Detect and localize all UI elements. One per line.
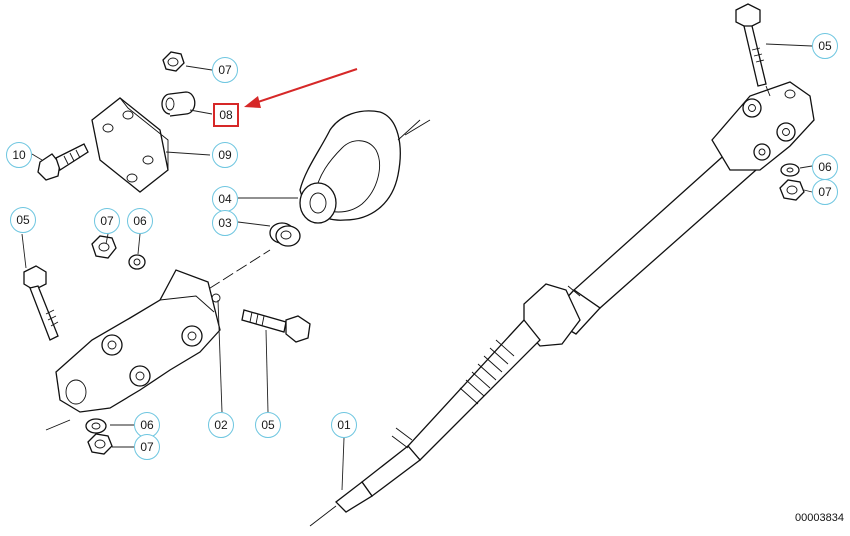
callout-05-right: 05 [812, 33, 838, 59]
nut-bottom [45, 418, 113, 455]
callout-07-right: 07 [812, 179, 838, 205]
callout-04: 04 [212, 186, 238, 212]
document-number: 00003834 [795, 512, 844, 524]
callout-07-top: 07 [212, 57, 238, 83]
callout-06-mid: 06 [127, 208, 153, 234]
nut-right [779, 163, 805, 201]
clamp-part [91, 97, 169, 193]
bolt-left [23, 265, 59, 341]
highlight-arrow [244, 68, 358, 108]
callout-06-right: 06 [812, 154, 838, 180]
callout-07-bottom: 07 [134, 434, 160, 460]
callout-08-highlighted: 08 [213, 103, 239, 127]
callout-02: 02 [208, 412, 234, 438]
callout-03: 03 [212, 210, 238, 236]
callout-05-bottom: 05 [255, 412, 281, 438]
sleeve-part [161, 91, 196, 117]
bolt-bottom [241, 309, 311, 343]
bolt-right [735, 3, 771, 97]
rubber-boot [299, 110, 421, 224]
callout-09: 09 [212, 142, 238, 168]
universal-joint-left [55, 269, 221, 413]
ring-03 [269, 222, 301, 247]
callout-10: 10 [6, 142, 32, 168]
callout-01: 01 [331, 412, 357, 438]
leader-lines [21, 43, 813, 491]
nut-top [162, 51, 185, 72]
universal-joint-right [711, 81, 815, 171]
callout-05-left: 05 [10, 207, 36, 233]
nut-mid [91, 235, 146, 270]
callout-07-mid: 07 [94, 208, 120, 234]
steering-shaft [309, 149, 758, 527]
bolt-10 [37, 143, 89, 181]
